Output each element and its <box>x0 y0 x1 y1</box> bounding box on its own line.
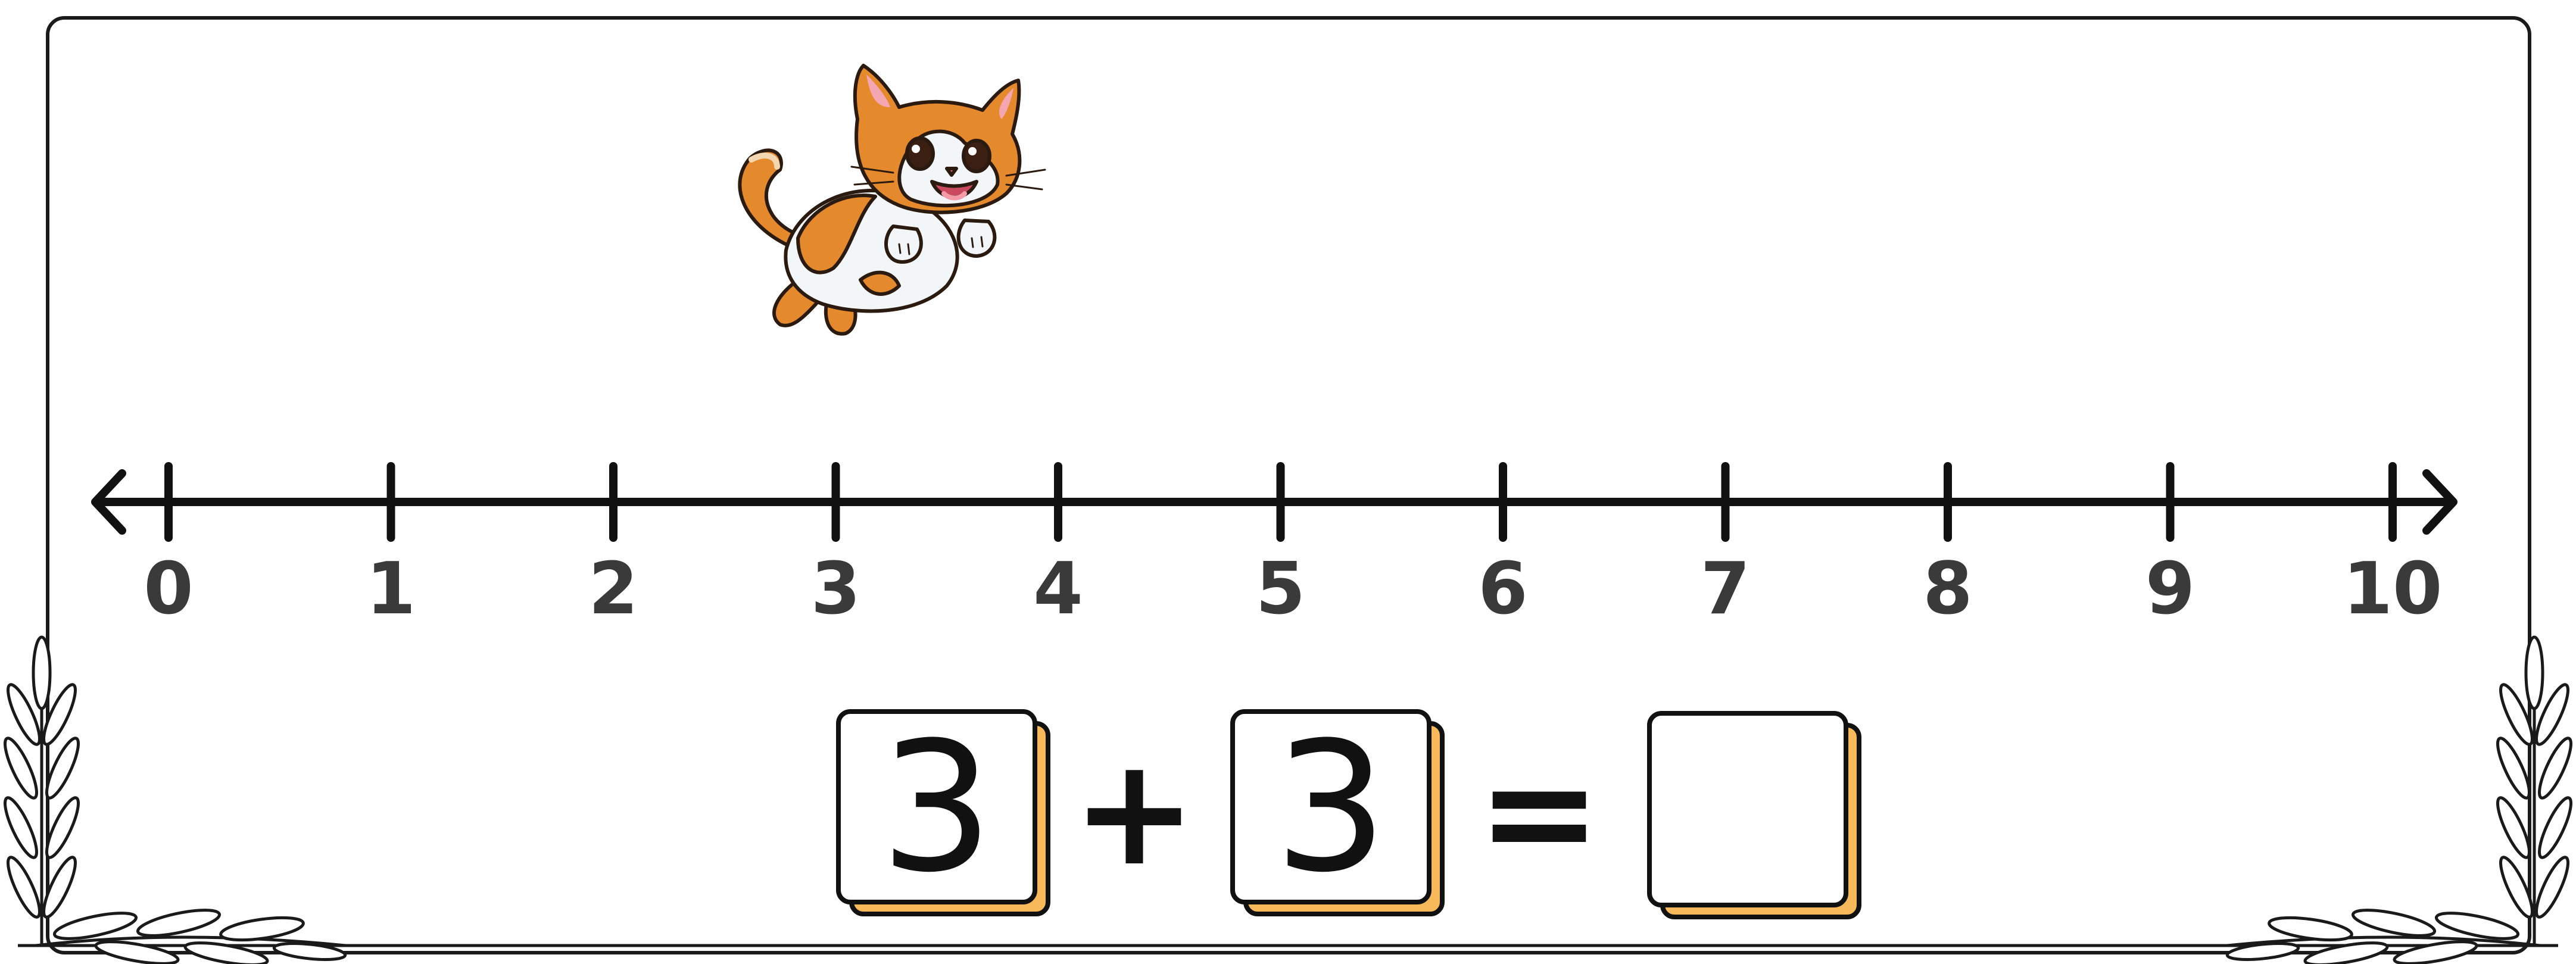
tick-label: 10 <box>2343 548 2443 631</box>
leaf-branch-left-icon <box>4 635 347 964</box>
tick-label: 6 <box>1478 548 1528 631</box>
left-arrow-icon <box>91 469 126 535</box>
equals-sign: = <box>1477 725 1601 899</box>
number-line: 0 1 2 3 4 5 6 7 8 9 10 <box>91 462 2458 631</box>
tick-label: 5 <box>1256 548 1306 631</box>
addend-2-value: 3 <box>1274 704 1388 912</box>
addend-1-box: 3 <box>836 704 1050 916</box>
equation: 3 + 3 = <box>836 704 1861 919</box>
tick-label: 0 <box>144 548 194 631</box>
jumping-cat-illustration <box>738 64 1046 336</box>
addend-1-value: 3 <box>880 704 994 912</box>
tick-label: 1 <box>366 548 416 631</box>
tick-label: 4 <box>1033 548 1083 631</box>
tick-label: 3 <box>811 548 861 631</box>
tick-label: 2 <box>588 548 638 631</box>
plus-sign: + <box>1072 725 1196 899</box>
leaf-branch-right-icon <box>2225 635 2572 964</box>
right-arrow-icon <box>2422 469 2458 535</box>
worksheet-frame <box>46 16 2531 954</box>
tick-label: 7 <box>1701 548 1751 631</box>
answer-box[interactable] <box>1647 711 1861 919</box>
tick-label: 9 <box>2145 548 2195 631</box>
tick-label: 8 <box>1923 548 1973 631</box>
addend-2-box: 3 <box>1230 704 1445 916</box>
